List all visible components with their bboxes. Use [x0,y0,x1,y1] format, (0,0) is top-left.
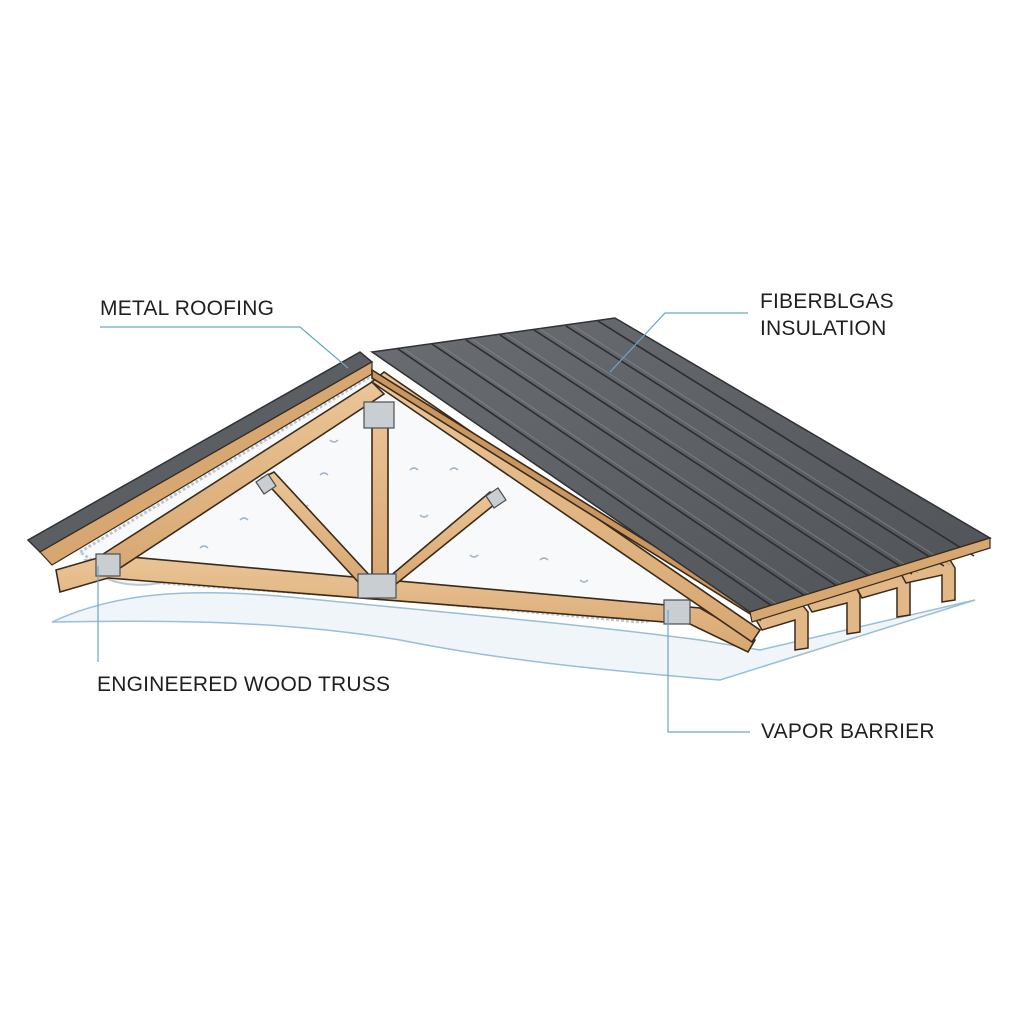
label-metal-roofing: METAL ROOFING [100,297,275,320]
metal-roofing [369,317,992,623]
leader-fiberglass-insulation [609,312,748,373]
leader-lines [97,312,750,733]
label-fiberglass-line1: FIBERBLGAS [760,290,894,313]
label-engineered-wood-truss: ENGINEERED WOOD TRUSS [97,673,391,696]
label-vapor-barrier: VAPOR BARRIER [761,720,935,743]
leader-metal-roofing [100,326,349,369]
leader-vapor-barrier [667,610,750,733]
vapor-barrier [51,591,976,681]
label-fiberglass-line2: INSULATION [760,317,887,340]
left-roof-eave [26,351,374,566]
label-fiberglass-insulation: FIBERBLGAS INSULATION [760,288,894,342]
engineered-wood-truss [55,368,762,654]
